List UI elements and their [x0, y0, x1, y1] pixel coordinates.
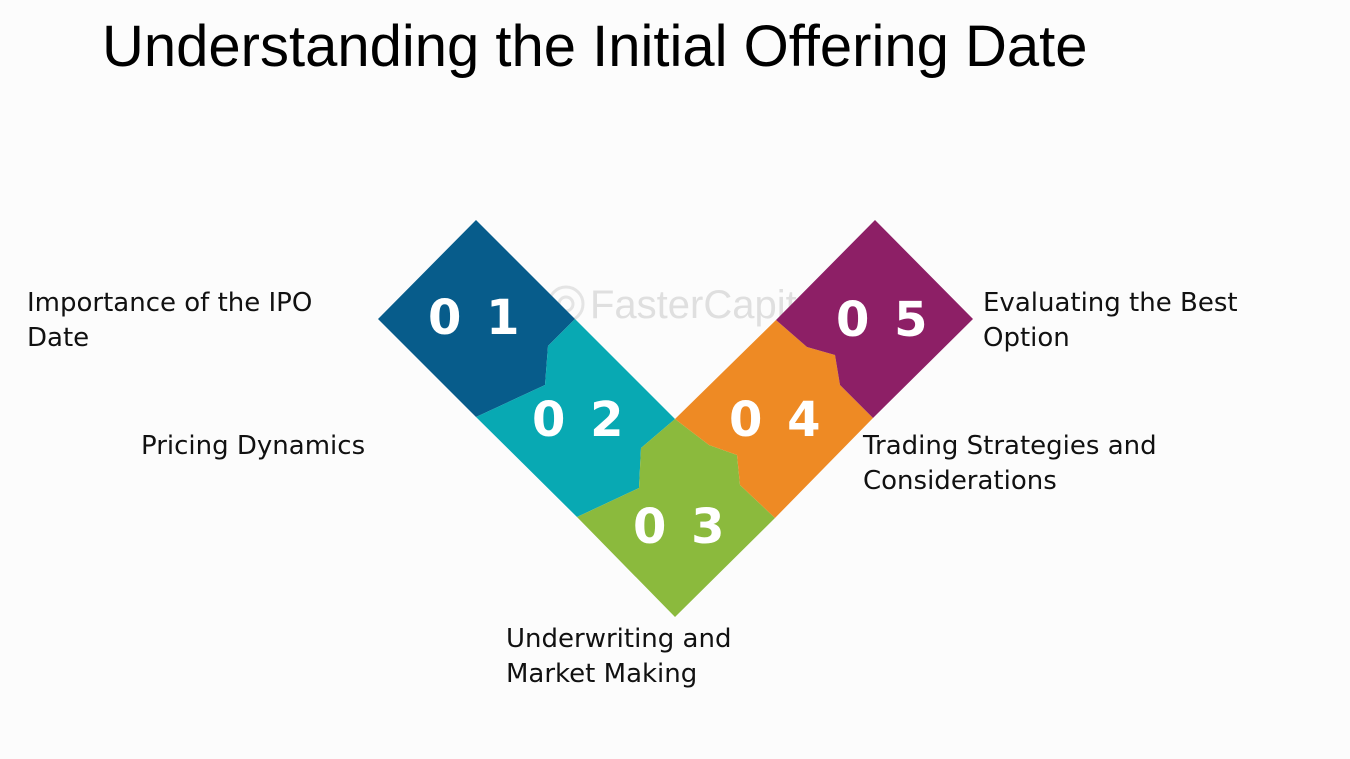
page-title: Understanding the Initial Offering Date [102, 14, 1088, 79]
step-03-label: Underwriting and Market Making [506, 622, 731, 692]
step-05-piece [776, 220, 973, 418]
step-03-number: 0 3 [633, 499, 729, 555]
step-01-piece [378, 220, 575, 417]
step-03-label-line-2: Market Making [506, 659, 698, 689]
step-04-piece [675, 320, 873, 518]
step-02-label: Pricing Dynamics [141, 429, 365, 464]
step-04-label: Trading Strategies and Considerations [863, 429, 1157, 499]
step-05-label: Evaluating the Best Option [983, 286, 1238, 356]
step-01-number: 0 1 [428, 290, 524, 346]
step-02-number: 0 2 [532, 392, 628, 448]
step-03-piece [577, 419, 775, 617]
step-04-number: 0 4 [729, 392, 825, 448]
step-04-label-line-2: Considerations [863, 466, 1057, 496]
step-01-label: Importance of the IPO Date [27, 286, 312, 356]
step-05-label-line-2: Option [983, 323, 1070, 353]
step-04-label-line-1: Trading Strategies and [863, 431, 1157, 461]
step-02-piece [476, 319, 675, 517]
step-02-label-line-1: Pricing Dynamics [141, 431, 366, 461]
step-01-label-line-2: Date [27, 323, 90, 353]
step-05-label-line-1: Evaluating the Best [983, 288, 1238, 318]
step-03-label-line-1: Underwriting and [506, 624, 732, 654]
step-01-label-line-1: Importance of the IPO [27, 288, 313, 318]
step-05-number: 0 5 [836, 292, 932, 348]
